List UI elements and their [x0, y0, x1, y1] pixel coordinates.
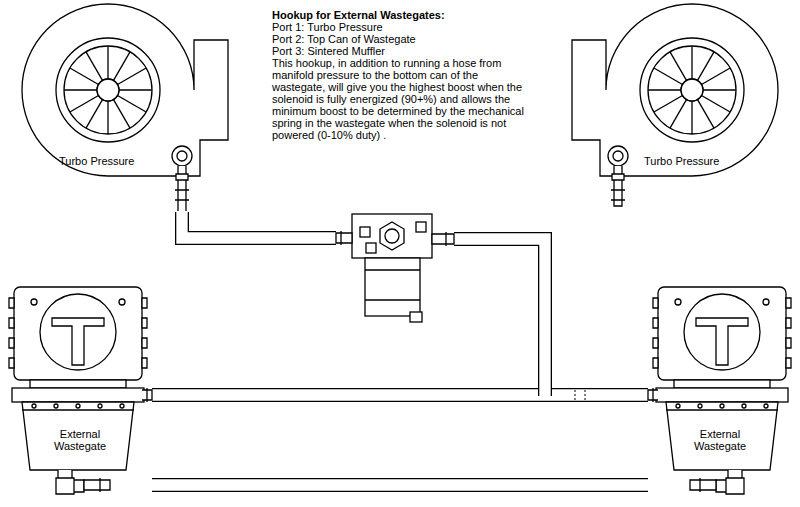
wastegate-right [648, 287, 791, 494]
note-text: Port 1: Turbo Pressure [272, 21, 530, 33]
turbo-label: Turbo Pressure [56, 152, 138, 170]
wastegate-node: External Wastegate [648, 285, 792, 500]
wastegate-left [9, 287, 152, 494]
turbo-label: Turbo Pressure [641, 152, 723, 170]
diagram-title: Hookup for External Wastegates: [272, 9, 530, 21]
turbo-node: Turbo Pressure [56, 152, 138, 170]
wastegate-label: External Wastegate [35, 428, 125, 452]
hose-connector [152, 395, 648, 396]
boost-solenoid [336, 214, 454, 322]
turbo-right [572, 4, 778, 206]
note-text: This hookup, in addition to running a ho… [272, 57, 530, 141]
hose-connector [152, 485, 648, 486]
turbo-node: Turbo Pressure [641, 152, 723, 170]
wastegate-node: External Wastegate [8, 285, 152, 500]
turbo-left [22, 4, 228, 213]
note-text: Port 2: Top Can of Wastegate [272, 33, 530, 45]
wastegate-label: External Wastegate [675, 428, 765, 452]
note-text: Port 3: Sintered Muffler [272, 45, 530, 57]
